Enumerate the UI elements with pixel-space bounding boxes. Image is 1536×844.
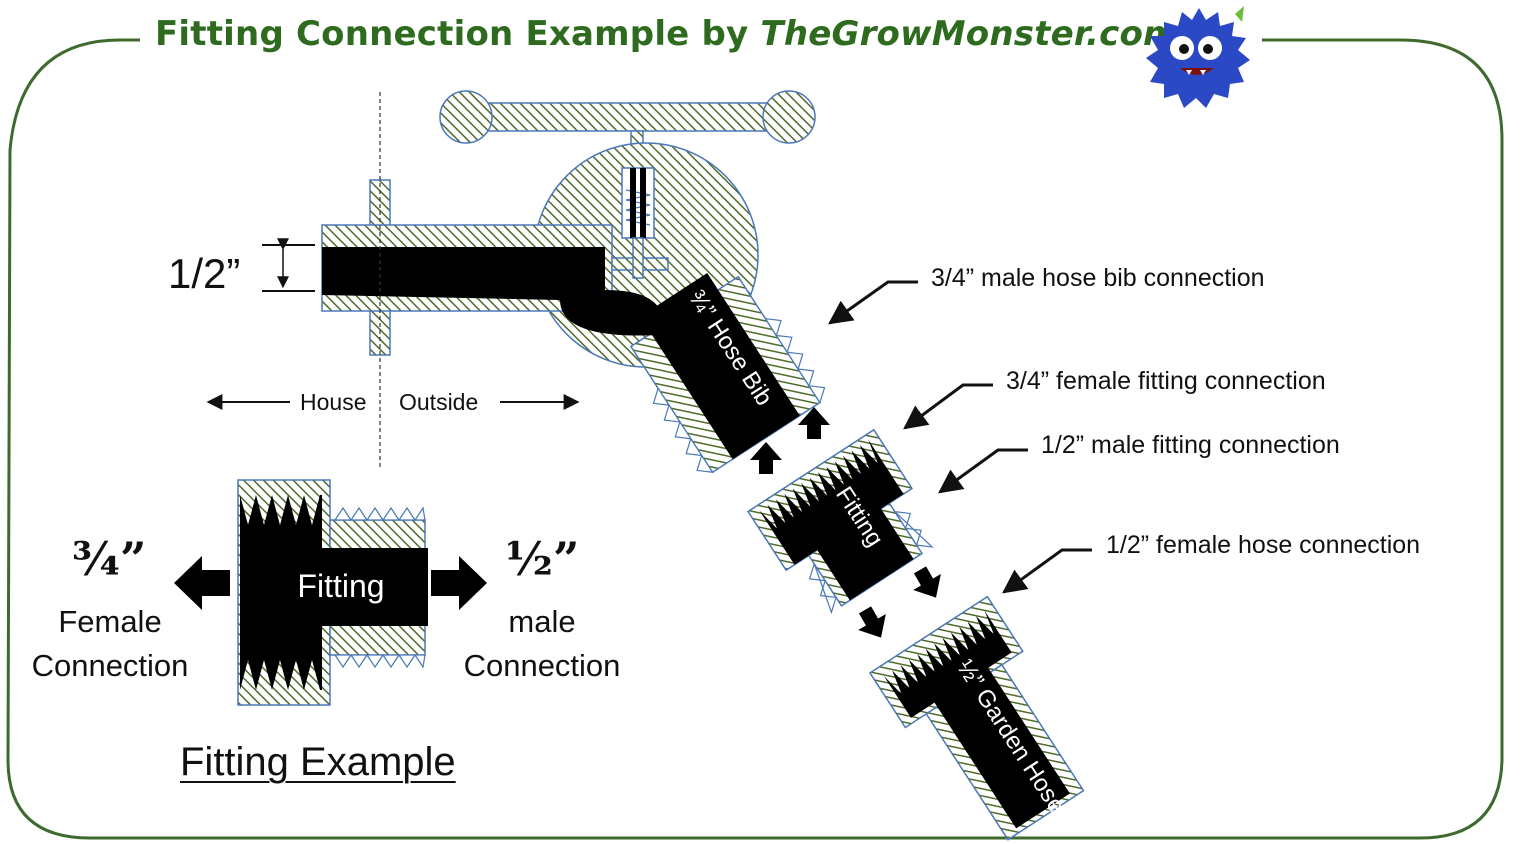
left-fraction: ¾” — [72, 532, 147, 586]
diagonal-fitting: Fitting — [746, 428, 934, 615]
fitting-example-caption: Fitting Example — [180, 740, 456, 784]
pipe-dimension: 1/2” — [168, 238, 315, 297]
arrow-icon — [750, 407, 941, 638]
page-title: Fitting Connection Example by TheGrowMon… — [155, 14, 1179, 54]
frame-border — [6, 38, 1504, 840]
callout-female-fitting: 3/4” female fitting connection — [1006, 367, 1326, 395]
right-fraction: ½” — [505, 532, 580, 586]
garden-hose: ½” Garden Hose — [868, 595, 1085, 841]
house-label: House — [300, 389, 366, 415]
callout-male-bib: 3/4” male hose bib connection — [931, 264, 1265, 292]
right-connection-label: male Connection — [452, 600, 632, 688]
title-prefix: Fitting Connection Example by — [155, 14, 761, 54]
example-fitting-label: Fitting — [297, 568, 384, 604]
left-line2: Connection — [31, 648, 189, 683]
fitting-example: Fitting — [174, 479, 487, 706]
right-arrow-icon — [431, 556, 487, 610]
callout-male-fitting: 1/2” male fitting connection — [1041, 431, 1340, 459]
pipe-size-label: 1/2” — [168, 250, 240, 297]
callout-leaders — [828, 280, 1092, 594]
callout-female-hose: 1/2” female hose connection — [1106, 531, 1421, 559]
outside-label: Outside — [399, 389, 478, 415]
title-site: TheGrowMonster.com — [760, 14, 1179, 54]
left-connection-label: Female Connection — [20, 600, 200, 688]
right-line1: male — [508, 604, 576, 639]
left-arrow-icon — [174, 556, 230, 610]
monster-mascot-icon — [1146, 6, 1250, 108]
left-line1: Female — [58, 604, 162, 639]
wall-divider: House Outside — [206, 92, 580, 470]
hose-bib: ¾” Hose Bib — [321, 90, 826, 474]
right-line2: Connection — [463, 648, 621, 683]
